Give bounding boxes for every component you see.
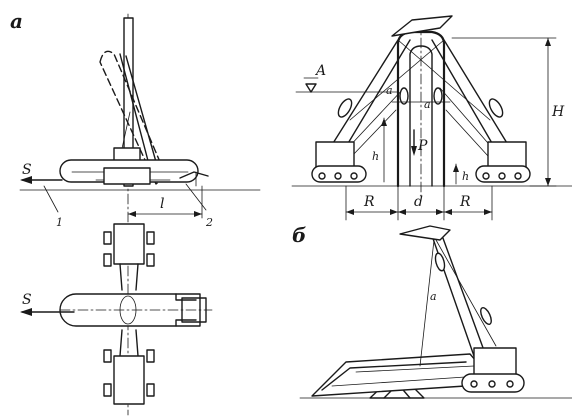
gate-frame bbox=[396, 30, 446, 188]
boom-line-a bbox=[119, 53, 153, 177]
tilt-crane-cab bbox=[473, 347, 517, 377]
load-p-label: P bbox=[417, 138, 428, 154]
dim-r-right-label: R bbox=[459, 194, 471, 210]
tilted-column-dashed bbox=[99, 50, 167, 185]
left-crane-cab bbox=[315, 141, 355, 169]
lying-structure bbox=[311, 353, 497, 397]
right-crane-cab bbox=[487, 141, 527, 169]
left-boom-a bbox=[329, 39, 399, 149]
force-s-label-top: S bbox=[22, 162, 32, 178]
callout-2-leader bbox=[185, 183, 207, 211]
right-boom-a bbox=[443, 39, 511, 149]
crane-side-view: S 1 2 l bbox=[19, 13, 261, 416]
dim-r-left-label: R bbox=[363, 194, 375, 210]
tilt-crane-track bbox=[461, 373, 525, 393]
turntable-body bbox=[59, 293, 201, 327]
callout-1-leader bbox=[43, 185, 59, 213]
level-a-triangle bbox=[305, 83, 317, 93]
tilt-boom-b bbox=[439, 229, 487, 357]
sm-a-mid: a bbox=[424, 98, 431, 111]
twin-crane-view: A a a P h h H R d R bbox=[291, 15, 572, 221]
dim-l-label: l bbox=[160, 196, 164, 212]
track-top-block bbox=[113, 223, 145, 265]
dim-d-label: d bbox=[414, 194, 423, 210]
callout-2-label: 2 bbox=[205, 216, 213, 229]
sm-a-left: a bbox=[386, 84, 393, 97]
gate-top-head bbox=[391, 15, 453, 37]
tilt-boom-a bbox=[429, 229, 475, 357]
sm-h-left: h bbox=[372, 150, 379, 163]
boom-line-b bbox=[125, 55, 161, 177]
force-s-arrowhead-bottom bbox=[20, 308, 32, 316]
callout-1-label: 1 bbox=[56, 216, 63, 229]
force-s-label-bottom: S bbox=[22, 292, 32, 308]
tilt-up-view: а bbox=[299, 225, 572, 399]
angle-b-label: а bbox=[430, 290, 437, 303]
part-a-letter: а bbox=[10, 9, 23, 33]
right-boom-b bbox=[431, 39, 497, 151]
left-boom-b bbox=[343, 39, 411, 151]
sm-h-right: h bbox=[462, 170, 469, 183]
ballast-block bbox=[103, 167, 151, 185]
part-b-letter: б bbox=[292, 223, 306, 247]
force-s-arrowhead-top bbox=[20, 176, 32, 184]
tilt-boom-head bbox=[399, 225, 451, 241]
crane-plan-view: S bbox=[20, 223, 213, 405]
dim-h-label: H bbox=[551, 104, 565, 120]
level-a-label: A bbox=[314, 63, 326, 79]
track-bottom-block bbox=[113, 355, 145, 405]
